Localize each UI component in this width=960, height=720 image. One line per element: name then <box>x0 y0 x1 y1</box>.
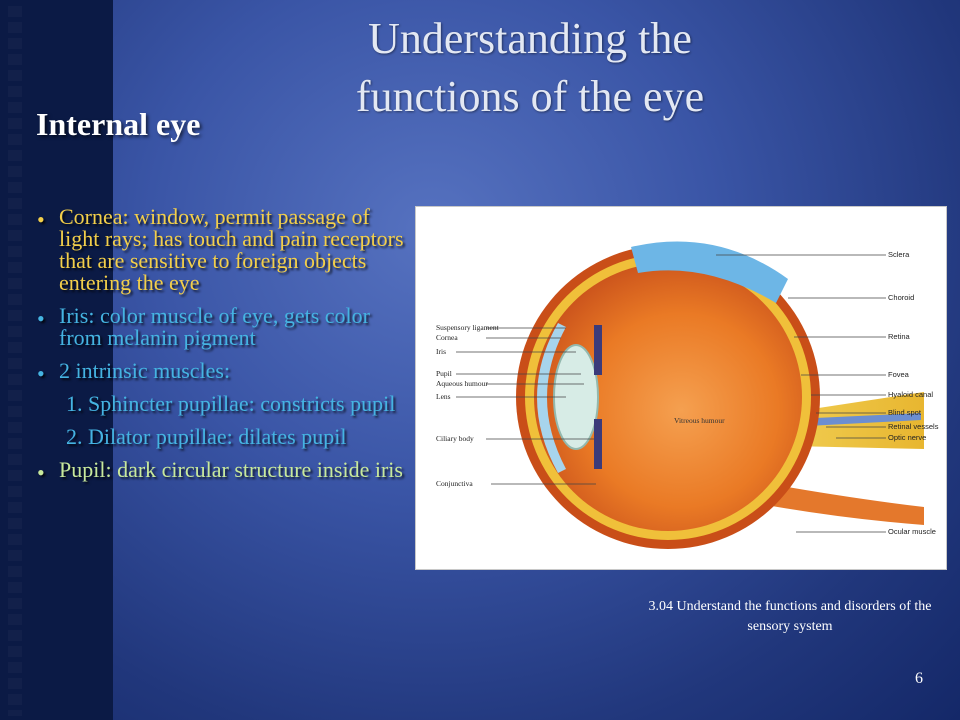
diagram-label: Suspensory ligament <box>436 323 500 332</box>
bullet-text: 2 intrinsic muscles: <box>59 358 231 383</box>
sub-item-text: 1. Sphincter pupillae: constricts pupil <box>66 391 396 416</box>
bullet-item: • 2 intrinsic muscles: <box>34 358 414 386</box>
film-strip-sidebar <box>0 0 113 720</box>
diagram-label: Fovea <box>888 370 910 379</box>
diagram-label: Conjunctiva <box>436 479 473 488</box>
sub-item-text: 2. Dilator pupillae: dilates pupil <box>66 424 347 449</box>
film-strip-holes <box>8 6 22 716</box>
label-leader-lines <box>456 254 886 533</box>
slide-subtitle: Internal eye <box>36 106 201 142</box>
bullet-dot-icon: • <box>37 361 45 386</box>
diagram-label: Ocular muscle <box>888 527 936 536</box>
sub-item: 2. Dilator pupillae: dilates pupil <box>34 426 414 448</box>
sub-item: 1. Sphincter pupillae: constricts pupil <box>34 393 414 415</box>
diagram-label: Aqueous humour <box>436 379 488 388</box>
page-number: 6 <box>915 670 923 687</box>
bullet-item: • Cornea: window, permit passage of light… <box>34 206 414 294</box>
bullet-dot-icon: • <box>37 460 45 485</box>
diagram-label: Cornea <box>436 333 458 342</box>
diagram-label: Ciliary body <box>436 434 474 443</box>
bullet-text: Iris: color muscle of eye, gets color fr… <box>59 303 370 350</box>
diagram-label: Pupil <box>436 369 452 378</box>
iris-upper-shape <box>594 325 602 375</box>
bullet-item: • Pupil: dark circular structure inside i… <box>34 457 414 485</box>
diagram-label: Optic nerve <box>888 433 926 442</box>
eye-diagram-svg: Suspensory ligament Cornea Iris Pupil Aq… <box>436 241 939 549</box>
bullet-dot-icon: • <box>37 207 45 232</box>
cornea-shape <box>537 323 566 473</box>
diagram-label: Sclera <box>888 250 910 259</box>
bullet-text: Cornea: window, permit passage of light … <box>59 204 404 295</box>
ocular-muscle-shape <box>766 485 924 525</box>
vitreous-humour-label: Vitreous humour <box>674 416 725 425</box>
diagram-label: Choroid <box>888 293 914 302</box>
diagram-label: Retinal vessels <box>888 422 939 431</box>
left-label-group: Suspensory ligament Cornea Iris Pupil Aq… <box>436 323 500 488</box>
diagram-label: Iris <box>436 347 446 356</box>
eye-anatomy-diagram: Suspensory ligament Cornea Iris Pupil Aq… <box>415 206 947 570</box>
diagram-label: Retina <box>888 332 911 341</box>
diagram-label: Lens <box>436 392 451 401</box>
diagram-label: Blind spot <box>888 408 922 417</box>
bullet-text: Pupil: dark circular structure inside ir… <box>59 457 403 482</box>
diagram-label: Hyaloid canal <box>888 390 933 399</box>
right-label-group: Sclera Choroid Retina Fovea Hyaloid cana… <box>888 250 939 536</box>
bullet-dot-icon: • <box>37 306 45 331</box>
course-caption: 3.04 Understand the functions and disord… <box>648 599 932 634</box>
iris-lower-shape <box>594 419 602 469</box>
slide-title: Understanding the functions of the eye <box>355 14 705 121</box>
bullet-list: • Cornea: window, permit passage of light… <box>34 206 414 492</box>
sclera-cutaway-shape <box>631 241 788 303</box>
bullet-item: • Iris: color muscle of eye, gets color f… <box>34 305 414 349</box>
